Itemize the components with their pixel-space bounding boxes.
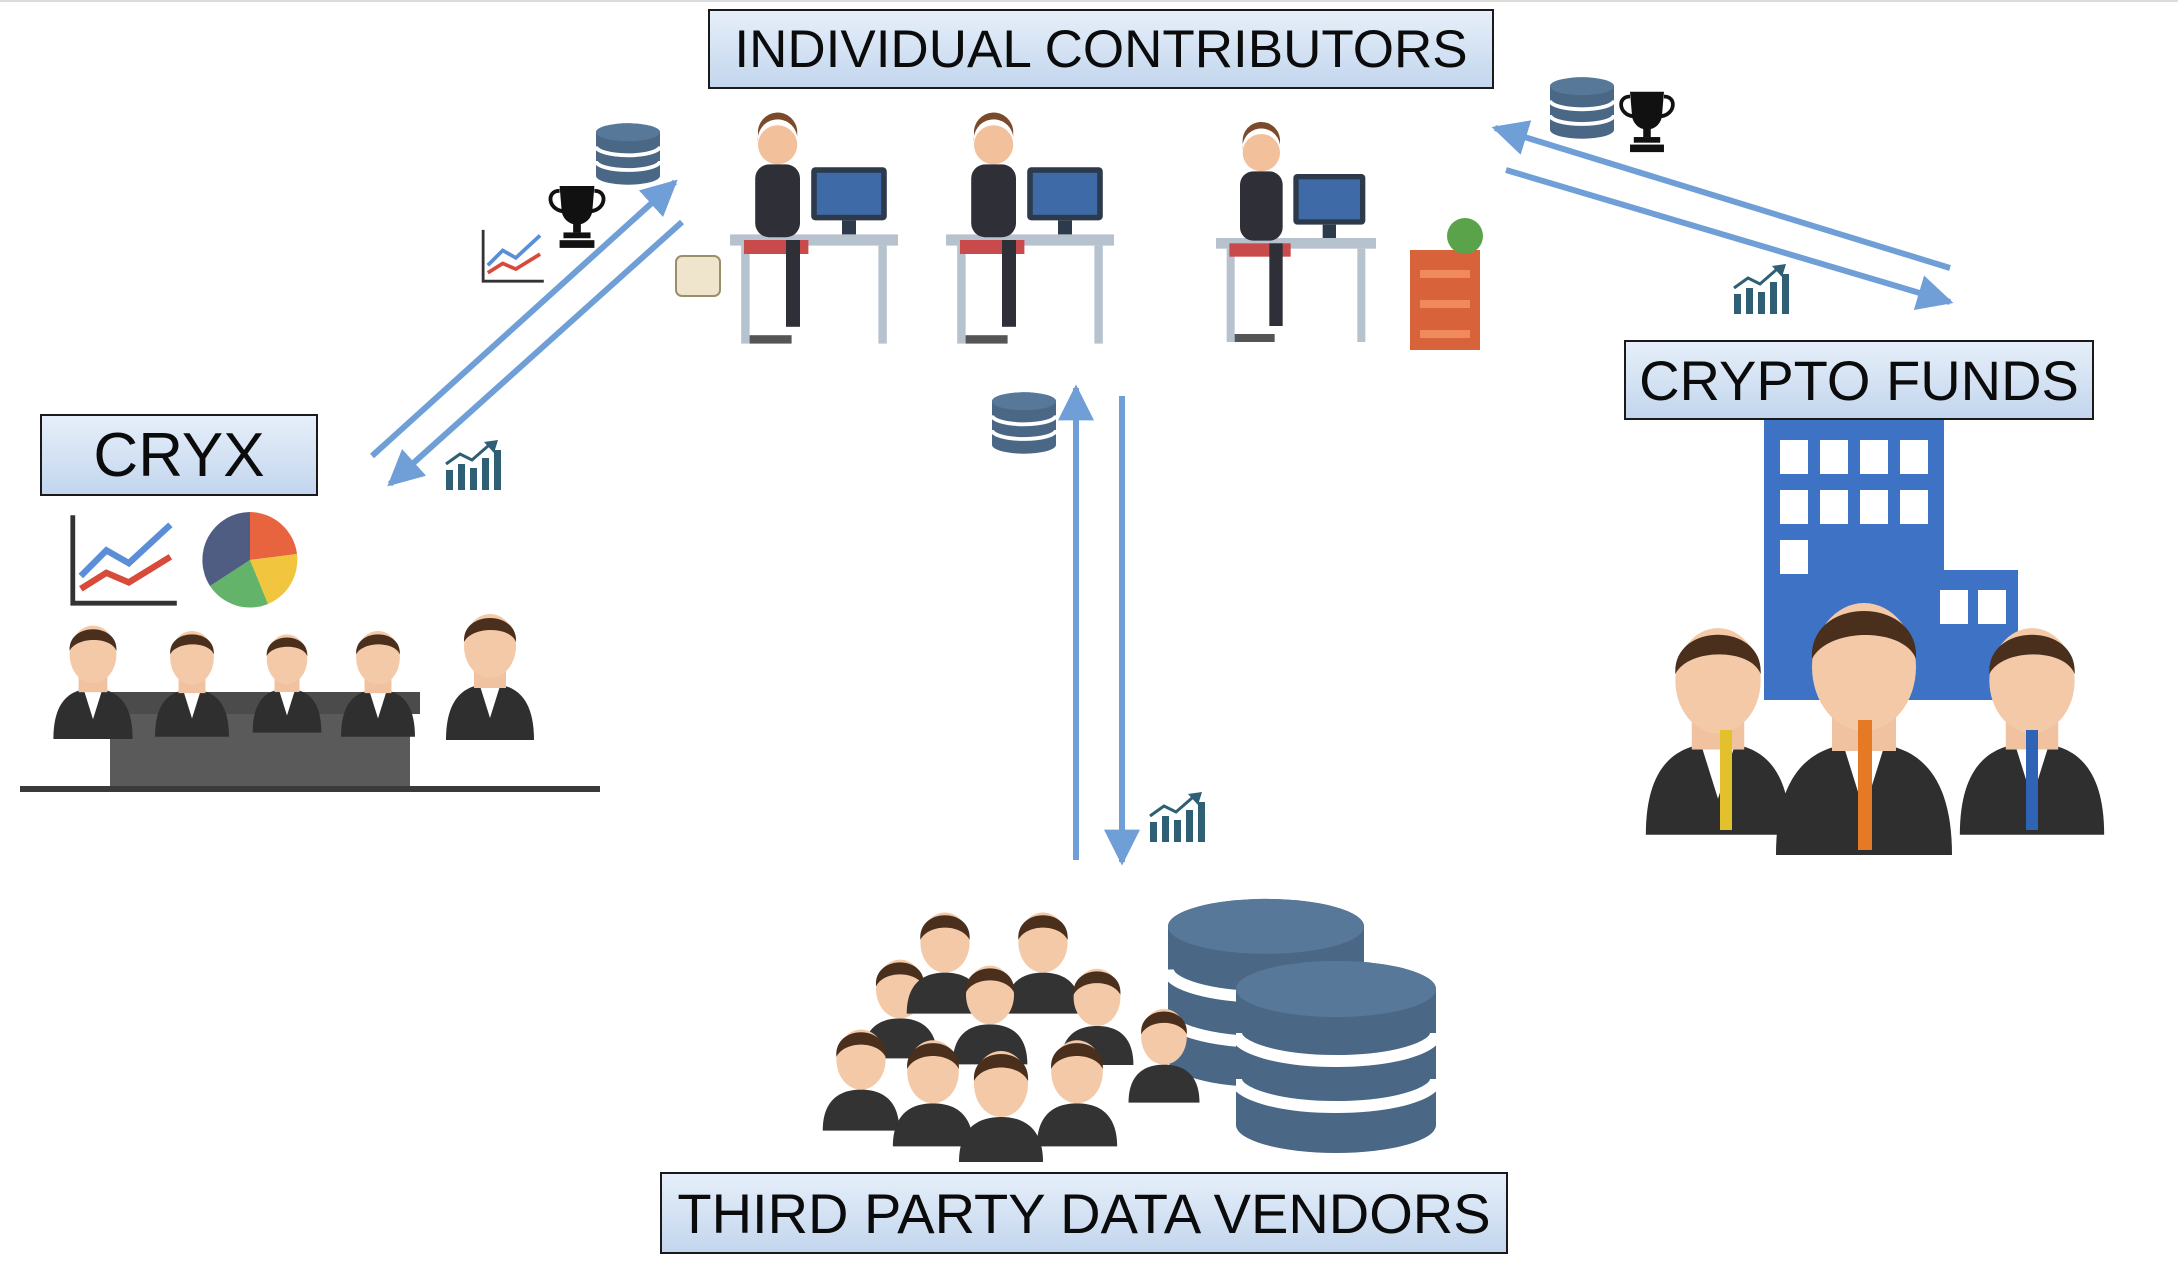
trophy-icon	[1619, 89, 1675, 154]
database-icon	[1236, 961, 1436, 1153]
cryx-illustration	[20, 512, 600, 792]
growth-bars-icon	[444, 438, 503, 492]
line-chart-icon	[481, 228, 546, 284]
arrow-funds-to-contributors	[1491, 120, 1951, 271]
person-figure	[959, 1051, 1043, 1162]
arrow-contributors-to-cryx	[387, 219, 685, 487]
clipboard-icon	[675, 255, 721, 297]
database-icon	[992, 392, 1056, 453]
plant-icon	[1447, 218, 1483, 254]
crypto-funds-label: CRYPTO FUNDS	[1624, 340, 2094, 420]
crypto-funds-illustration	[1645, 420, 2105, 855]
top-border	[0, 0, 2178, 2]
database-icon	[596, 123, 660, 184]
vendors-illustration	[822, 899, 1436, 1162]
arrow-cryx-to-contributors	[369, 179, 678, 459]
line-chart-icon	[73, 515, 177, 603]
worker-figure	[946, 112, 1114, 344]
person-figure	[53, 625, 133, 739]
database-icon	[1550, 77, 1614, 138]
person-figure	[1004, 912, 1082, 1014]
trophy-icon	[548, 184, 606, 250]
individual-contributors-label: INDIVIDUAL CONTRIBUTORS	[708, 9, 1494, 89]
third-party-data-vendors-label: THIRD PARTY DATA VENDORS	[660, 1172, 1508, 1254]
worker-figure	[1216, 121, 1376, 342]
growth-bars-icon	[1148, 790, 1207, 844]
contributors-illustration	[675, 112, 1483, 350]
floor-line	[20, 786, 600, 792]
person-figure	[341, 630, 415, 737]
worker-figure	[730, 112, 898, 344]
cryx-label: CRYX	[40, 414, 318, 496]
person-figure	[155, 630, 229, 737]
pie-chart-icon	[202, 512, 298, 608]
person-figure	[252, 634, 322, 733]
growth-bars-icon	[1732, 262, 1791, 316]
arrow-contributors-to-funds	[1505, 167, 1954, 311]
presenter-figure	[446, 614, 534, 740]
